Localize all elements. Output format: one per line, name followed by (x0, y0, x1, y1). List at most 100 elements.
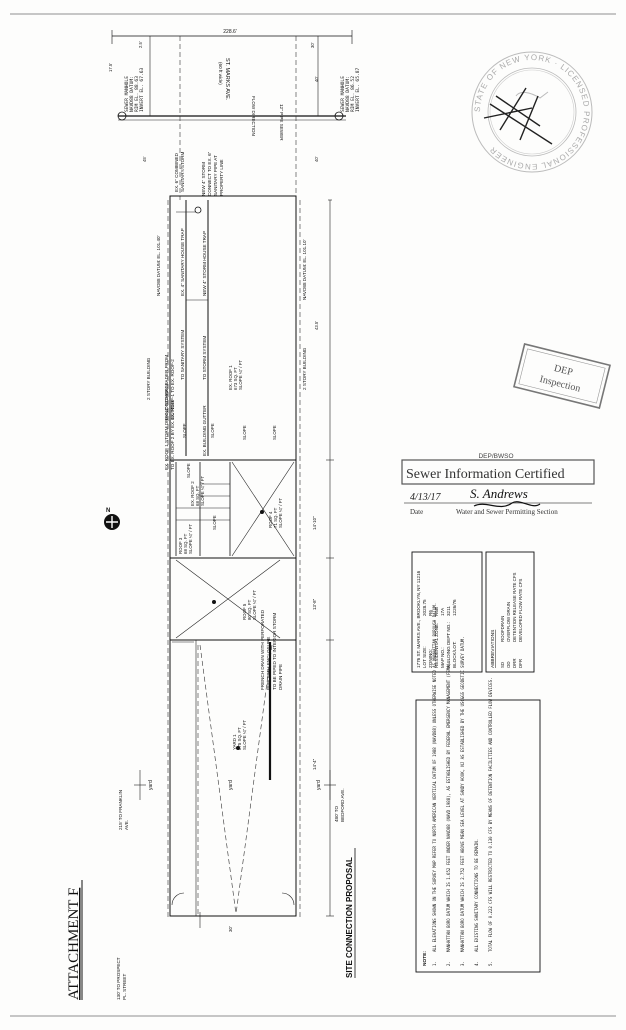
abbreviations-box: ABBREVIATIONS SD OD DRR DFR ROOFDRAIN OV… (485, 551, 535, 673)
svg-text:ROOF 3 68 SQ. FT S: ROOF 3 68 SQ. FT SLOPE ¼" / FT (178, 524, 193, 554)
attachment-title: ATTACHMENT F (66, 888, 82, 1000)
svg-text:NEW 4" STORM CONNECT TO: NEW 4" STORM CONNECT TO EX. 6" SANITARY … (201, 150, 224, 196)
street-area: 228.6' (111, 29, 353, 200)
svg-text:EX. 4" STORM LEADER FROM: EX. 4" STORM LEADER FROM EX. ROOF-1 TO E… (164, 354, 175, 420)
svg-text:TO STORM SYSTEM: TO STORM SYSTEM (202, 336, 207, 380)
yard-area-label: YARD 1 875 SQ. FT SLOPE ¼" / FT (232, 720, 247, 750)
manhole-left-label: SEWER MANHOLE NAVD88 DATUM: RIM EL. 88.6… (124, 68, 145, 112)
dim-d3: 40' (314, 76, 319, 82)
note-ex-sanitary-trap: EX. 4" SANITARY HOUSE TRAP (180, 228, 185, 296)
engineer-seal: STATE OF NEW YORK · LICENSED PROFESSIONA… (471, 51, 593, 173)
note-french-drain: FRENCH DRAIN WITH PERFORATED PIPE WITH E… (260, 609, 283, 690)
note-combined: EX. 6" COMBINED SANITARY/STORM (174, 151, 185, 192)
note-bedford: 480' TO BEDFORD AVE. (334, 788, 345, 822)
svg-text:FRENCH DRAIN WITH PERFORATED: FRENCH DRAIN WITH PERFORATED PIPE WITH E… (260, 609, 283, 690)
flow-direction: FLOW DIRECTION (251, 96, 256, 136)
north-arrow-icon: N (104, 508, 120, 530)
svg-text:Water and Sewer Permitting Sec: Water and Sewer Permitting Section (456, 508, 558, 516)
manhole-right-symbol (334, 111, 344, 121)
note-prospect: 130' TO PROSPECT PL. STREET (116, 956, 127, 1000)
dim-rear: 30' (228, 926, 233, 932)
dim-d6: 43.5' (314, 321, 319, 330)
svg-text:SEWER MANHOLE NAVD88 DAT: SEWER MANHOLE NAVD88 DATUM: RIM EL. 88.6… (124, 68, 145, 112)
sewer-label: 12" PIPE SEWER (279, 104, 284, 141)
slope-label: SLOPE (186, 463, 191, 478)
note-to-storm: TO STORM SYSTEM (202, 336, 207, 380)
svg-text:ST. MARKS AVE.: ST. MARKS AVE. (224, 58, 230, 101)
slope-label: SLOPE (212, 515, 217, 530)
dim-d2: 30' (310, 42, 315, 48)
note-new-storm-connect: NEW 4" STORM CONNECT TO EX. 6" SANITARY … (201, 150, 224, 196)
dim-depth2: 13'-8" (312, 598, 317, 610)
svg-text:DEP/BWSO: DEP/BWSO (478, 453, 513, 460)
slope-label: SLOPE (242, 425, 247, 440)
note-to-sanitary: TO SANITARY SYSTEM (180, 330, 185, 380)
note-roof1-discharge: EX. ROOF 1 STORM DRAIN DISCHARGE TO EX. … (164, 382, 175, 470)
svg-text:YARD 1 875 SQ. FT: YARD 1 875 SQ. FT SLOPE ¼" / FT (232, 720, 247, 750)
roof3-label: ROOF 3 68 SQ. FT SLOPE ¼" / FT (178, 524, 193, 554)
svg-text:EX. BUILDING GUTTER: EX. BUILDING GUTTER (202, 405, 207, 456)
drawing-title: SITE CONNECTION PROPOSAL (345, 857, 354, 978)
roof-drain-point (260, 510, 264, 514)
svg-text:ROOF 5 80 SQ. FT S: ROOF 5 80 SQ. FT SLOPE ¼" / FT (242, 590, 257, 620)
note-new-storm-trap: NEW 4" STORM HOUSE TRAP (202, 231, 207, 296)
svg-text:2028.75 R6 R6B: 2028.75 R6 R6B 17A 3211 1226/76 (422, 598, 457, 616)
dim-d1: 2.5' (138, 41, 143, 48)
svg-text:Sewer Information Certified: Sewer Information Certified (406, 467, 565, 482)
certified-date: 4/13/17 (410, 492, 442, 503)
lot-outline (167, 195, 334, 928)
svg-text:2 STORY BUILDING: 2 STORY BUILDING (302, 347, 307, 390)
building-label-right: 2 STORY BUILDING (302, 347, 307, 390)
note-ex-gutter: EX. BUILDING GUTTER (202, 405, 207, 456)
svg-text:SITE CONNECTION PROPOSAL: SITE CONNECTION PROPOSAL (345, 857, 354, 978)
svg-text:TO SANITARY SYSTEM: TO SANITARY SYSTEM (180, 330, 185, 380)
street-name: ST. MARKS AVE. (60 ft wide) (218, 58, 230, 101)
svg-text:ABBREVIATIONS: ABBREVIATIONS (490, 630, 496, 668)
yard-label: yard (228, 780, 234, 790)
svg-text:EX. ROOF 2 68 SQ. FT: EX. ROOF 2 68 SQ. FT SLOPE ¼" / FT (190, 476, 205, 506)
svg-text:NOTE:: NOTE: (422, 951, 428, 966)
seal-signature (483, 87, 553, 145)
svg-text:(60 ft wide): (60 ft wide) (218, 62, 223, 85)
svg-text:NAVD88 DATUM: EL. 101.40': NAVD88 DATUM: EL. 101.40' (156, 235, 161, 296)
manhole-right-label: SEWER MANHOLE NAVD88 DATUM: RIM EL. 86.5… (340, 68, 361, 112)
note-leader: EX. 4" STORM LEADER FROM EX. ROOF-1 TO E… (164, 354, 175, 420)
dim-d5: 45' (142, 156, 147, 162)
svg-text:215' TO FRANKLIN AVE.: 215' TO FRANKLIN AVE. (118, 789, 129, 830)
yard-drain-point (236, 746, 240, 750)
svg-text:2 STORY BUILDING: 2 STORY BUILDING (146, 357, 151, 400)
svg-text:SD OD DRR: SD OD DRR DFR (500, 657, 523, 668)
dim-d7: 17.5' (108, 63, 113, 72)
svg-text:FLOW DIRECTION: FLOW DIRECTION (251, 96, 256, 136)
svg-text:DEP: DEP (553, 363, 574, 378)
datum-left: NAVD88 DATUM: EL. 101.40' (156, 235, 161, 296)
svg-text:480' TO BEDFORD AVE.: 480' TO BEDFORD AVE. (334, 788, 345, 822)
svg-text:1776 ST. MARKS AVE., BROOKLYN,: 1776 ST. MARKS AVE., BROOKLYN, NY 11216 … (416, 570, 457, 668)
svg-text:NAVD88 DATUM: EL. 101.10': NAVD88 DATUM: EL. 101.10' (302, 239, 307, 300)
svg-text:EX. 4" SANITARY HOUSE TRAP: EX. 4" SANITARY HOUSE TRAP (180, 228, 185, 296)
building-label-left: 2 STORY BUILDING (146, 357, 151, 400)
notes-box: NOTE: 1.ALL ELEVATIONS SHOWN ON THE SURV… (415, 600, 541, 973)
svg-text:EX. ROOF 1 673 SQ. FT: EX. ROOF 1 673 SQ. FT SLOPE ¼" / FT (228, 360, 243, 390)
connection-point (194, 206, 202, 214)
certifier-signature: S. Andrews (470, 486, 528, 501)
slope-label: SLOPE (210, 423, 215, 438)
datum-right: NAVD88 DATUM: EL. 101.10' (302, 239, 307, 300)
svg-text:NEW 4" STORM HOUSE TRAP: NEW 4" STORM HOUSE TRAP (202, 231, 207, 296)
svg-text:N: N (106, 508, 110, 514)
manhole-left-symbol (117, 111, 127, 121)
roof1-label: EX. ROOF 1 673 SQ. FT SLOPE ¼" / FT (228, 360, 243, 390)
dim-depth1: 14'-10" (312, 516, 317, 530)
slope-label: SLOPE (272, 425, 277, 440)
svg-text:1.ALL ELEVATIONS SHOWN ON THE: 1.ALL ELEVATIONS SHOWN ON THE SURVEY MAP… (432, 600, 493, 966)
svg-text:ROOFDRAIN OVERFLOW DRA: ROOFDRAIN OVERFLOW DRAIN DETENTION RELEA… (500, 571, 523, 642)
roof-drain-point (212, 600, 216, 604)
roof4-label: ROOF 4 71 SQ. FT SLOPE ¼" / FT (268, 498, 283, 528)
svg-text:ROOF 4 71 SQ. FT S: ROOF 4 71 SQ. FT SLOPE ¼" / FT (268, 498, 283, 528)
svg-text:130' TO PROSPECT PL. STR: 130' TO PROSPECT PL. STREET (116, 956, 127, 1000)
svg-text:Date: Date (410, 508, 423, 516)
roof2-label: EX. ROOF 2 68 SQ. FT SLOPE ¼" / FT (190, 476, 205, 506)
dim-overall: 228.6' (223, 29, 237, 35)
